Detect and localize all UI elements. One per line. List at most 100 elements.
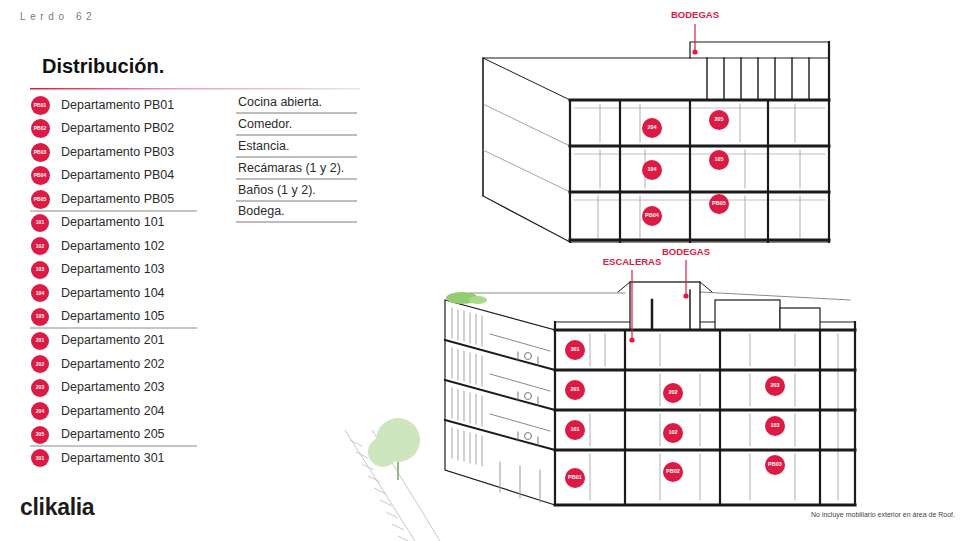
unit-name: Departamento 201 <box>61 333 165 348</box>
unit-badge: 202 <box>31 355 49 373</box>
unit-badge: 205 <box>31 426 49 444</box>
lower-section-drawing <box>630 282 700 330</box>
badge-circle <box>663 383 683 403</box>
badge-circle <box>765 455 785 475</box>
lower-section-drawing <box>555 330 855 505</box>
leader-line <box>692 24 697 55</box>
unit-number: PB01 <box>568 475 582 481</box>
unit-name: Departamento 101 <box>61 215 165 230</box>
badge-circle <box>642 160 662 180</box>
lower-section-drawing <box>490 334 550 431</box>
badge-circle <box>642 206 662 226</box>
lower-section-drawing <box>445 340 555 450</box>
badge-circle <box>31 402 49 420</box>
lower-section-drawing <box>452 348 482 386</box>
unit-badge: PB03 <box>31 143 50 162</box>
unit-badge: 201 <box>31 332 49 350</box>
badge-circle <box>31 426 49 444</box>
badge-circle <box>31 308 49 326</box>
unit-badge: PB03 <box>765 455 785 475</box>
unit-badge: 102 <box>663 423 683 443</box>
lower-section-drawing <box>555 330 855 505</box>
lower-section-drawing <box>445 300 555 505</box>
unit-number: PB05 <box>34 197 47 202</box>
unit-number: PB02 <box>666 469 680 475</box>
unit-number: 101 <box>36 220 44 225</box>
badge-circle <box>709 110 729 130</box>
title-rule <box>30 88 360 90</box>
unit-name: Departamento 301 <box>61 451 165 466</box>
feature-rule <box>236 222 357 223</box>
unit-name: Departamento PB01 <box>61 98 174 113</box>
lower-section-drawing <box>500 462 540 502</box>
unit-badge: 105 <box>31 308 49 326</box>
upper-section-drawing <box>570 100 829 240</box>
badge-circle <box>31 261 49 279</box>
unit-name: Departamento 203 <box>61 380 165 395</box>
badge-circle <box>31 96 50 115</box>
tree <box>368 418 420 480</box>
footnote: No incluye mobiliario exterior en área d… <box>811 511 955 519</box>
feature-rule <box>236 113 357 114</box>
leader-line <box>629 337 634 342</box>
unit-badge: 101 <box>31 214 49 232</box>
unit-name: Departamento PB05 <box>61 192 174 207</box>
lower-section-drawing <box>525 393 532 400</box>
unit-badge: 105 <box>709 150 729 170</box>
unit-number: 204 <box>647 125 656 131</box>
list-divider <box>30 446 197 447</box>
callout-label: BODEGAS <box>670 9 720 20</box>
unit-name: Departamento 102 <box>61 239 165 254</box>
unit-badge: 201 <box>565 380 585 400</box>
unit-badge: PB04 <box>31 166 50 185</box>
badge-circle <box>565 420 585 440</box>
lower-section-drawing <box>518 352 538 445</box>
unit-name: Departamento 202 <box>61 357 165 372</box>
unit-number: 202 <box>668 390 677 396</box>
unit-number: 104 <box>647 167 656 173</box>
feature-item: Estancia. <box>238 139 289 154</box>
unit-name: Departamento 105 <box>61 309 165 324</box>
unit-badge: 203 <box>31 379 49 397</box>
lower-section-drawing <box>715 300 780 330</box>
badge-circle <box>565 340 585 360</box>
list-divider <box>30 211 197 212</box>
badge-circle <box>565 380 585 400</box>
lower-section-drawing <box>469 296 487 304</box>
badge-circle <box>31 190 50 209</box>
badge-circle <box>31 332 49 350</box>
upper-section-drawing <box>483 58 570 196</box>
unit-number: 203 <box>770 383 779 389</box>
badge-circle <box>31 119 50 138</box>
unit-badge: 104 <box>642 160 662 180</box>
unit-badge: 204 <box>642 118 662 138</box>
project-name: Lerdo 62 <box>20 11 96 23</box>
unit-badge: PB05 <box>709 194 729 214</box>
unit-badge: PB04 <box>642 206 662 226</box>
badge-circle <box>31 355 49 373</box>
unit-number: PB03 <box>34 150 47 155</box>
unit-number: 105 <box>36 314 44 319</box>
badge-circle <box>31 449 49 467</box>
unit-badge: PB01 <box>565 468 585 488</box>
unit-number: 104 <box>36 291 44 296</box>
unit-number: 102 <box>668 430 677 436</box>
unit-name: Departamento 204 <box>61 404 165 419</box>
list-divider <box>30 328 197 329</box>
unit-number: 101 <box>570 427 579 433</box>
unit-badge: 301 <box>31 449 49 467</box>
badge-circle <box>709 194 729 214</box>
upper-section-drawing <box>570 42 829 242</box>
unit-number: PB02 <box>34 126 47 131</box>
badge-circle <box>31 237 49 255</box>
feature-rule <box>236 157 357 158</box>
unit-number: PB01 <box>34 103 47 108</box>
badge-circle <box>31 166 50 185</box>
feature-item: Recámaras (1 y 2). <box>238 161 344 176</box>
lower-section-drawing <box>555 322 855 505</box>
sidewalk-hatch <box>345 430 440 541</box>
upper-section-drawing <box>598 104 800 238</box>
unit-number: 103 <box>36 267 44 272</box>
list-divider <box>30 211 197 446</box>
unit-badge: 101 <box>565 420 585 440</box>
